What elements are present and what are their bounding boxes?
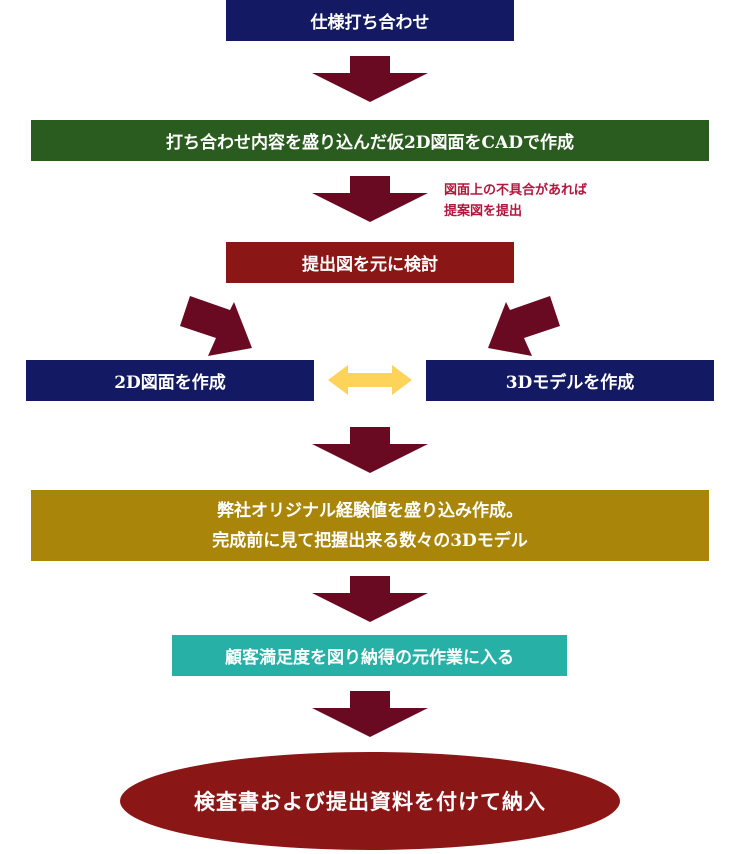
- step-final-delivery-label: 検査書および提出資料を付けて納入: [194, 789, 546, 814]
- step-spec-meeting: 仕様打ち合わせ: [226, 0, 514, 41]
- double-arrow-icon: [328, 365, 412, 395]
- down-arrow-icon: [312, 691, 428, 737]
- step-spec-meeting-label: 仕様打ち合わせ: [310, 13, 430, 33]
- step-2d-drawing-label: 2D図面を作成: [114, 373, 226, 393]
- down-arrow-icon: [312, 427, 428, 473]
- diagonal-arrow-down-left-icon: [488, 296, 560, 356]
- step-final-delivery: 検査書および提出資料を付けて納入: [120, 752, 620, 850]
- step-review: 提出図を元に検討: [226, 242, 514, 283]
- diagonal-arrow-down-right-icon: [180, 296, 252, 356]
- step-review-label: 提出図を元に検討: [302, 255, 438, 275]
- step-3d-model-label: 3Dモデルを作成: [505, 373, 635, 393]
- proposal-note: 図面上の不具合があれば 提案図を提出: [444, 180, 587, 222]
- step-draft-cad-label: 打ち合わせ内容を盛り込んだ仮2D図面をCADで作成: [165, 133, 575, 153]
- proposal-note-line2: 提案図を提出: [444, 204, 523, 219]
- step-original-build-line2: 完成前に見て把握出来る数々の3Dモデル: [212, 530, 528, 551]
- proposal-note-line1: 図面上の不具合があれば: [444, 183, 588, 198]
- step-customer-satisfaction: 顧客満足度を図り納得の元作業に入る: [172, 635, 567, 676]
- step-2d-drawing: 2D図面を作成: [26, 360, 314, 401]
- step-original-build: 弊社オリジナル経験値を盛り込み作成。 完成前に見て把握出来る数々の3Dモデル: [31, 490, 709, 561]
- down-arrow-icon: [312, 576, 428, 622]
- down-arrow-icon: [312, 56, 428, 102]
- step-draft-cad: 打ち合わせ内容を盛り込んだ仮2D図面をCADで作成: [31, 120, 709, 161]
- step-original-build-line1: 弊社オリジナル経験値を盛り込み作成。: [217, 500, 523, 521]
- down-arrow-icon: [312, 176, 428, 222]
- step-3d-model: 3Dモデルを作成: [426, 360, 714, 401]
- step-customer-satisfaction-label: 顧客満足度を図り納得の元作業に入る: [225, 648, 514, 668]
